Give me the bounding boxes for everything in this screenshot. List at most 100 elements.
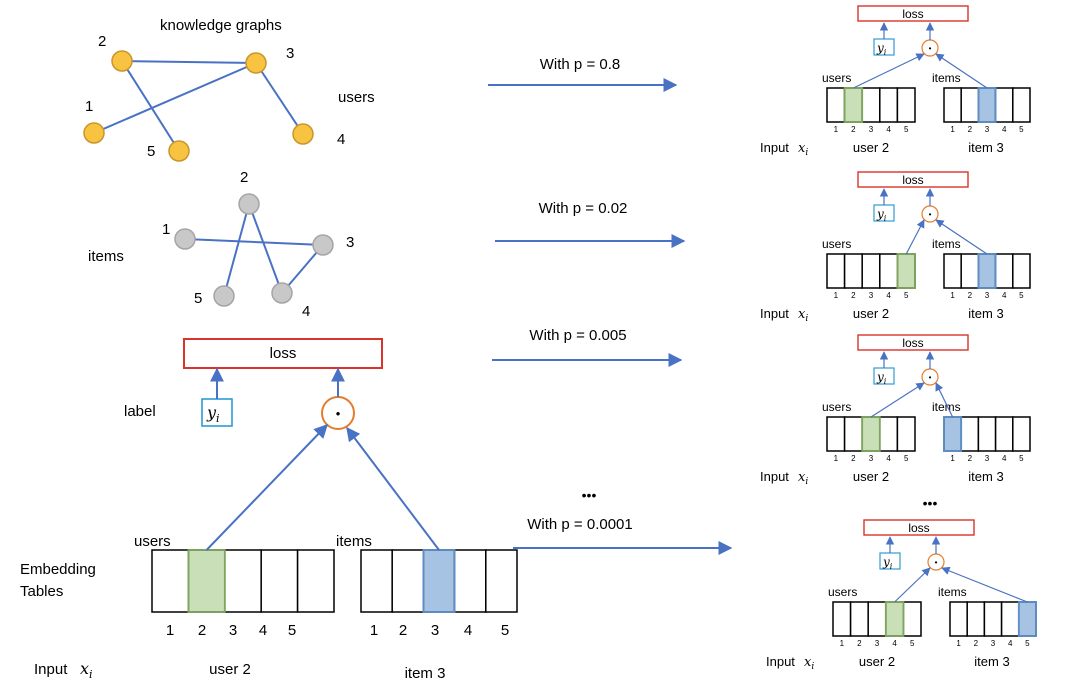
dot-product-symbol: •: [336, 406, 341, 421]
mini-user-index-5: 5: [904, 125, 909, 134]
item-graph-node-2: [238, 193, 260, 215]
mini-input-label: Input: [760, 469, 789, 484]
mini-user-arrow: [853, 53, 925, 89]
branch-probability-3: With p = 0.005: [529, 327, 626, 344]
main-user-cell-2: [187, 549, 226, 613]
item-graph-node-1: [174, 228, 196, 250]
mini-user-index-1: 1: [840, 639, 845, 648]
mini-loss-box: [857, 5, 969, 22]
branch-probability-4: With p = 0.0001: [527, 516, 632, 533]
main-item-cell-3: [422, 549, 456, 613]
mini-dot-symbol: •: [929, 210, 932, 219]
mini-item-cell-3: [977, 87, 997, 123]
mini-user-index-1: 1: [834, 291, 839, 300]
mini-label-y-symbol: yi: [882, 555, 893, 571]
mini-user-index-3: 3: [869, 454, 874, 463]
mini-item-cell-5: [1018, 601, 1037, 637]
mini-user-cell-5: [896, 416, 916, 452]
main-user-index-5: 5: [288, 622, 296, 639]
mini-item-index-5: 5: [1019, 125, 1024, 134]
mini-item-index-3: 3: [985, 454, 990, 463]
mini-user-index-2: 2: [851, 454, 856, 463]
mini-item-cell-2: [966, 601, 986, 637]
mini-loss-box: [857, 171, 969, 188]
mini-user-index-4: 4: [886, 454, 891, 463]
mini-loss-label: loss: [902, 173, 923, 187]
main-item-index-2: 2: [399, 622, 407, 639]
mini-user-cell-3: [861, 253, 881, 289]
mini-item-index-4: 4: [1002, 291, 1007, 300]
mini-item-arrow: [935, 219, 988, 255]
users-table-label: users: [134, 533, 171, 550]
items-table-label: items: [336, 533, 372, 550]
mini-loss-label: loss: [902, 336, 923, 350]
user-graph-node-label-1: 1: [85, 98, 93, 115]
item-graph-node-label-4: 4: [302, 303, 310, 320]
mini-label-y-symbol: yi: [876, 207, 887, 223]
mini-item-index-5: 5: [1025, 639, 1030, 648]
mini-item-index-2: 2: [968, 454, 973, 463]
mini-item-index-3: 3: [991, 639, 996, 648]
mini-user-arrow: [905, 219, 925, 255]
main-item-index-5: 5: [501, 622, 509, 639]
mini-items-label: items: [932, 400, 961, 414]
user-graph-node-3: [245, 52, 267, 74]
main-user-index-1: 1: [166, 622, 174, 639]
mini-item-cell-3: [977, 253, 997, 289]
main-user-index-4: 4: [259, 622, 267, 639]
user-graph-node-1: [83, 122, 105, 144]
mini-loss-label: loss: [902, 7, 923, 21]
mini-user-index-1: 1: [834, 125, 839, 134]
mini-user-index-2: 2: [851, 291, 856, 300]
mini-user-index-5: 5: [904, 454, 909, 463]
mini-users-label: users: [822, 237, 851, 251]
embedding-to-dot-arrows: [205, 423, 440, 551]
mini-items-label: items: [932, 237, 961, 251]
mini-dot-symbol: •: [935, 558, 938, 567]
mini-item-cell-2: [960, 416, 980, 452]
item-graph-node-3: [312, 234, 334, 256]
mini-input-label: Input: [760, 306, 789, 321]
mini-item-caption: item 3: [968, 306, 1003, 321]
item-graph-edge-2-4: [248, 203, 283, 294]
mini-user-index-4: 4: [892, 639, 897, 648]
mini-user-caption: user 2: [853, 140, 889, 155]
branch-ellipsis: •••: [582, 487, 597, 503]
knowledge-graphs-title: knowledge graphs: [160, 17, 282, 34]
mini-user-cell-2: [843, 416, 863, 452]
main-item-cell-5: [485, 549, 518, 613]
mini-input-label: Input: [766, 654, 795, 669]
mini-item-cell-2: [960, 87, 980, 123]
mini-loss-box: [863, 519, 975, 536]
embedding-tables-label-line1: Embedding: [20, 561, 96, 578]
mini-input-x-symbol: xi: [798, 307, 808, 324]
mini-user-cell-1: [826, 416, 846, 452]
main-item-index-1: 1: [370, 622, 378, 639]
mini-input-x-symbol: xi: [804, 655, 814, 672]
mini-user-index-4: 4: [886, 291, 891, 300]
loss-box: [183, 338, 383, 369]
mini-user-cell-4: [879, 87, 899, 123]
mini-item-index-2: 2: [974, 639, 979, 648]
mini-label-y-symbol: yi: [876, 370, 887, 386]
user-caption: user 2: [209, 661, 251, 678]
mini-dot-symbol: •: [929, 373, 932, 382]
mini-user-cell-4: [879, 253, 899, 289]
main-user-index-2: 2: [198, 622, 206, 639]
mini-user-caption: user 2: [859, 654, 895, 669]
mini-user-cell-2: [843, 87, 863, 123]
label-y-symbol: yi: [206, 403, 220, 425]
mini-item-cell-3: [983, 601, 1003, 637]
user-graph-node-label-5: 5: [147, 143, 155, 160]
mini-item-index-5: 5: [1019, 454, 1024, 463]
item-embedding-arrow: [346, 426, 440, 551]
mini-user-cell-1: [826, 87, 846, 123]
